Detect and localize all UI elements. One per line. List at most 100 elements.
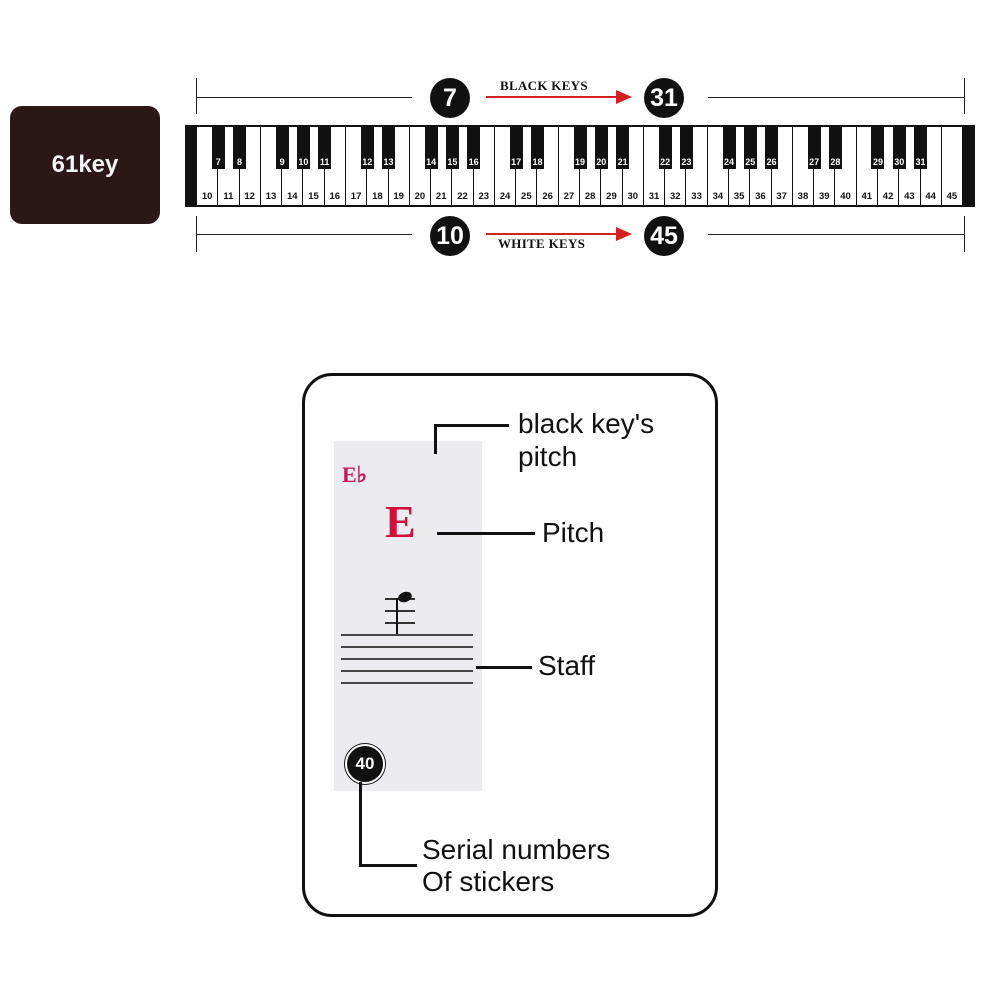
black-key-number: 26 (766, 157, 777, 167)
black-keys-arrowhead-icon (616, 90, 632, 104)
black-key-number: 20 (596, 157, 607, 167)
pitch-leader (437, 532, 535, 535)
top-left-dimension-line (196, 97, 412, 98)
white-key-number: 22 (457, 191, 468, 202)
black-key: 25 (743, 127, 757, 169)
black-keys-arrow (486, 96, 618, 98)
pitch-callout: Pitch (542, 517, 605, 548)
black-key: 24 (722, 127, 736, 169)
black-key-number: 15 (447, 157, 458, 167)
white-key-number: 44 (925, 191, 936, 202)
bottom-right-dimension-line (708, 234, 964, 235)
white-key-number: 12 (244, 191, 255, 202)
black-key-pitch-callout-line1: black key's (518, 408, 655, 439)
bottom-right-tick (964, 216, 965, 252)
staff-line (341, 658, 473, 660)
pitch-text: E (385, 496, 416, 547)
white-keys-end-circle: 45 (644, 216, 684, 256)
white-keys-label: WHITE KEYS (498, 236, 586, 251)
black-key-number: 13 (383, 157, 394, 167)
black-key: 31 (914, 127, 928, 169)
black-key: 30 (892, 127, 906, 169)
black-key: 23 (679, 127, 693, 169)
black-key: 22 (658, 127, 672, 169)
white-key-number: 38 (797, 191, 809, 202)
bottom-left-dimension-line (196, 234, 412, 235)
black-key: 26 (765, 127, 779, 169)
black-key: 14 (424, 127, 438, 169)
white-key-number: 42 (882, 191, 894, 202)
black-key: 10 (296, 127, 310, 169)
black-key-number: 7 (215, 157, 221, 167)
white-key-number: 16 (329, 191, 341, 202)
top-right-tick (964, 78, 965, 114)
black-key: 18 (530, 127, 544, 169)
black-key-number: 25 (745, 157, 756, 167)
staff-line (341, 634, 473, 636)
black-key-number: 16 (468, 157, 479, 167)
white-key-number: 26 (542, 191, 553, 202)
serial-callout-line2: Of stickers (422, 866, 555, 897)
white-key-number: 36 (755, 191, 766, 202)
white-key-number: 30 (627, 191, 639, 202)
white-key-number: 27 (563, 191, 575, 202)
black-key-number: 23 (681, 157, 692, 167)
black-key-pitch-callout-line2: pitch (518, 441, 578, 472)
black-key-number: 18 (532, 157, 543, 167)
white-keys-start-circle: 10 (430, 216, 470, 256)
black-key: 27 (807, 127, 821, 169)
top-right-dimension-line (708, 97, 964, 98)
staff-line (341, 682, 473, 684)
black-keys-end-circle: 31 (644, 78, 684, 118)
black-key-number: 31 (915, 157, 926, 167)
white-key: 45 (941, 127, 964, 205)
white-key-number: 34 (712, 191, 724, 202)
note-stem (396, 598, 398, 636)
top-left-tick (196, 78, 197, 114)
black-key: 11 (318, 127, 332, 169)
white-key-number: 24 (499, 191, 511, 202)
black-key: 17 (509, 127, 523, 169)
white-key-number: 21 (435, 191, 447, 202)
black-key-number: 17 (511, 157, 522, 167)
serial-leader-horizontal (359, 864, 417, 867)
black-key-number: 30 (894, 157, 905, 167)
serial-number-badge: 40 (345, 744, 385, 784)
keyboard-size-badge: 61key (10, 106, 160, 224)
white-key-number: 10 (201, 191, 213, 202)
white-key-number: 37 (776, 191, 787, 202)
white-keys-arrowhead-icon (616, 227, 632, 241)
staff-line (341, 670, 473, 672)
black-keys-label: BLACK KEYS (500, 78, 588, 93)
black-key: 7 (211, 127, 225, 169)
black-key: 12 (360, 127, 374, 169)
white-key-number: 41 (861, 191, 873, 202)
black-key-number: 21 (617, 157, 628, 167)
white-key-number: 20 (414, 191, 426, 202)
black-key: 13 (382, 127, 396, 169)
white-key-number: 11 (223, 191, 234, 202)
black-key-number: 9 (279, 157, 285, 167)
white-key-number: 18 (372, 191, 383, 202)
black-key: 29 (871, 127, 885, 169)
black-key-number: 27 (809, 157, 820, 167)
white-key-number: 23 (478, 191, 490, 202)
black-key-pitch-leader-horizontal (434, 424, 509, 427)
staff-line (341, 646, 473, 648)
white-key-number: 28 (584, 191, 596, 202)
sample-sticker (334, 441, 482, 791)
black-key-number: 11 (319, 157, 330, 167)
black-key: 15 (445, 127, 459, 169)
black-key: 21 (616, 127, 630, 169)
black-keys-start-circle: 7 (430, 78, 470, 118)
white-key-number: 33 (691, 191, 702, 202)
serial-callout-line1: Serial numbers (422, 834, 611, 865)
white-key-number: 25 (521, 191, 532, 202)
white-key-number: 13 (265, 191, 277, 202)
white-key-number: 40 (840, 191, 851, 202)
black-key-number: 22 (660, 157, 671, 167)
white-key-number: 43 (904, 191, 915, 202)
white-key-number: 32 (670, 191, 681, 202)
black-key-number: 10 (298, 157, 309, 167)
